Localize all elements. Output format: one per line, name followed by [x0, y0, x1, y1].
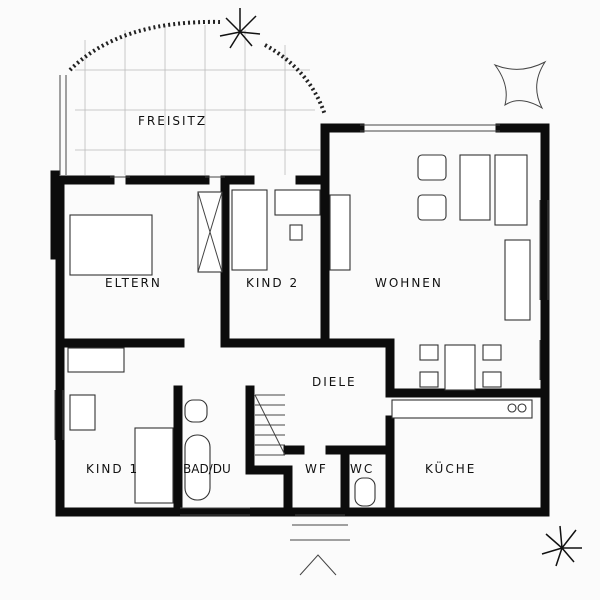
room-label-diele: DIELE — [312, 375, 357, 389]
room-label-wohnen: WOHNEN — [375, 276, 443, 290]
room-label-freisitz: FREISITZ — [138, 114, 207, 128]
terrace-paving — [59, 19, 327, 175]
room-label-kueche: KÜCHE — [425, 460, 476, 476]
entrance-steps — [290, 514, 350, 576]
staircase — [254, 394, 286, 456]
room-label-eltern: ELTERN — [105, 276, 162, 290]
room-label-wf: WF — [305, 462, 328, 476]
hedge-arc — [68, 19, 327, 116]
plant-icon — [219, 8, 582, 567]
north-arrow-icon — [493, 60, 547, 110]
room-label-kind1: KIND 1 — [86, 462, 139, 476]
room-label-bad: BAD/DU — [183, 462, 231, 476]
windows — [54, 124, 549, 516]
furniture — [67, 154, 533, 576]
walls — [50, 123, 550, 517]
room-label-wc: WC — [350, 462, 374, 476]
room-label-kind2: KIND 2 — [246, 276, 299, 290]
